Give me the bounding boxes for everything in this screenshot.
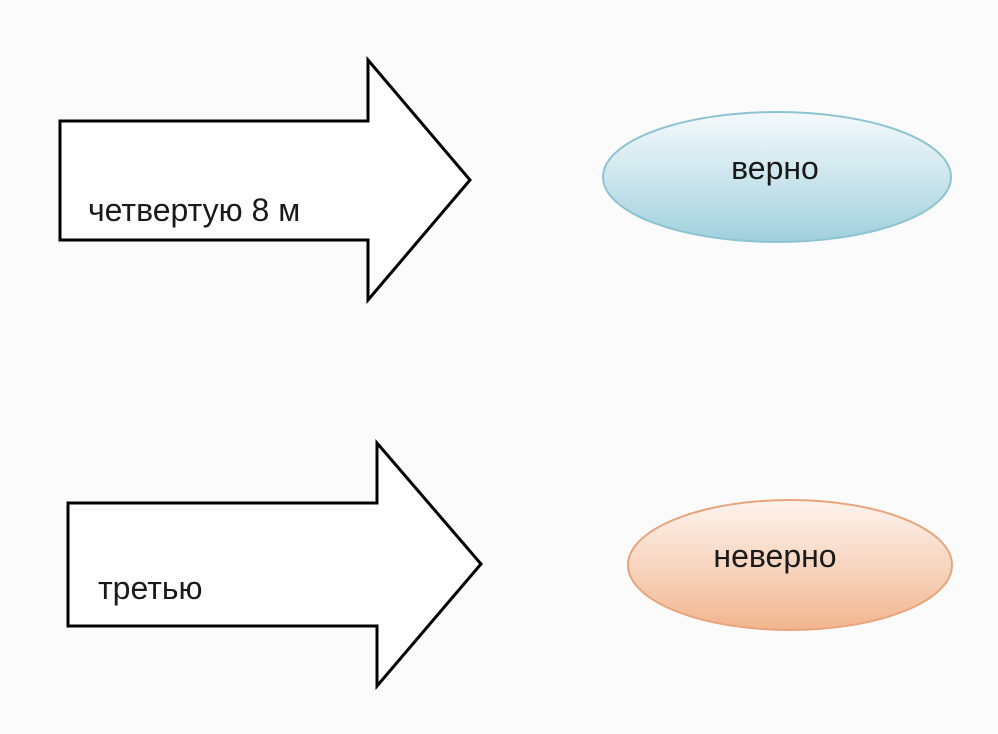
ellipse-label-incorrect: неверно (713, 538, 837, 574)
arrow-shape-1 (58, 55, 472, 305)
arrow-label-2: третью (98, 570, 203, 606)
ellipse-shape-correct (602, 111, 952, 243)
ellipse-shape-incorrect (627, 499, 953, 631)
arrow-label-1: четвертую 8 м (88, 192, 301, 228)
ellipse-label-correct: верно (731, 150, 819, 186)
arrow-shape-2 (66, 438, 483, 691)
